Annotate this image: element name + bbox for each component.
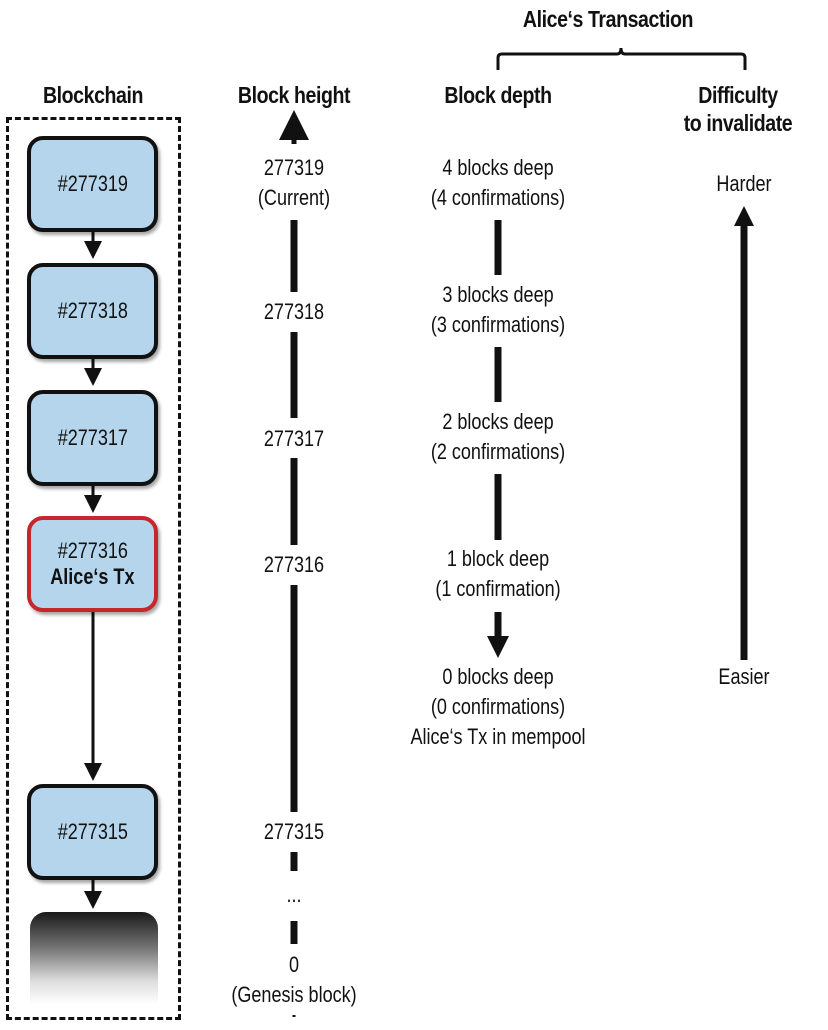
depth-4-line1: 4 blocks deep: [442, 155, 554, 180]
depth-0-line2: (0 confirmations): [430, 694, 566, 719]
depth-0-line1: 0 blocks deep: [442, 664, 554, 689]
depth-1-line1: 1 block deep: [446, 546, 550, 571]
block-277317: #277317: [27, 390, 158, 486]
difficulty-harder: Harder: [716, 171, 772, 196]
alice-transaction-header: Alice‘s Transaction: [522, 6, 694, 32]
depth-2-line2: (2 confirmations): [430, 439, 566, 464]
height-277319: 277319: [263, 155, 325, 180]
difficulty-arrowhead: [734, 206, 754, 226]
depth-3-line1: 3 blocks deep: [442, 282, 554, 307]
block-label: #277319: [57, 171, 128, 196]
height-277317: 277317: [263, 426, 325, 451]
height-genesis-note: (Genesis block): [231, 982, 357, 1007]
alice-tx-bracket: [496, 47, 747, 70]
depth-0-mempool: Alice‘s Tx in mempool: [410, 724, 586, 749]
depth-1-line2: (1 confirmation): [435, 576, 561, 601]
block-depth-header: Block depth: [444, 82, 552, 108]
block-label: #277316: [57, 538, 128, 563]
block-277318: #277318: [27, 263, 158, 359]
height-277315: 277315: [263, 819, 325, 844]
height-current-note: (Current): [257, 185, 331, 210]
blockchain-header: Blockchain: [42, 82, 144, 108]
block-label: #277315: [57, 819, 128, 844]
alice-tx-label: Alice‘s Tx: [50, 564, 135, 589]
depth-2-line1: 2 blocks deep: [442, 409, 554, 434]
height-277316: 277316: [263, 552, 325, 577]
height-277318: 277318: [263, 299, 325, 324]
earlier-blocks-fade: [30, 912, 158, 1004]
depth-4-line2: (4 confirmations): [430, 185, 566, 210]
height-ellipsis: ...: [286, 882, 302, 907]
depth-3-line2: (3 confirmations): [430, 312, 566, 337]
block-height-header: Block height: [237, 82, 351, 108]
blockchain-container: [6, 117, 181, 1020]
difficulty-header-line2: to invalidate: [683, 110, 793, 136]
block-277315: #277315: [27, 784, 158, 880]
block-277319: #277319: [27, 136, 158, 232]
height-0: 0: [288, 952, 300, 977]
difficulty-easier: Easier: [718, 664, 770, 689]
block-label: #277317: [57, 425, 128, 450]
difficulty-header-line1: Difficulty: [698, 82, 778, 108]
depth-arrowhead: [487, 636, 509, 658]
block-277316-alice-tx: #277316 Alice‘s Tx: [27, 516, 158, 612]
block-label: #277318: [57, 298, 128, 323]
